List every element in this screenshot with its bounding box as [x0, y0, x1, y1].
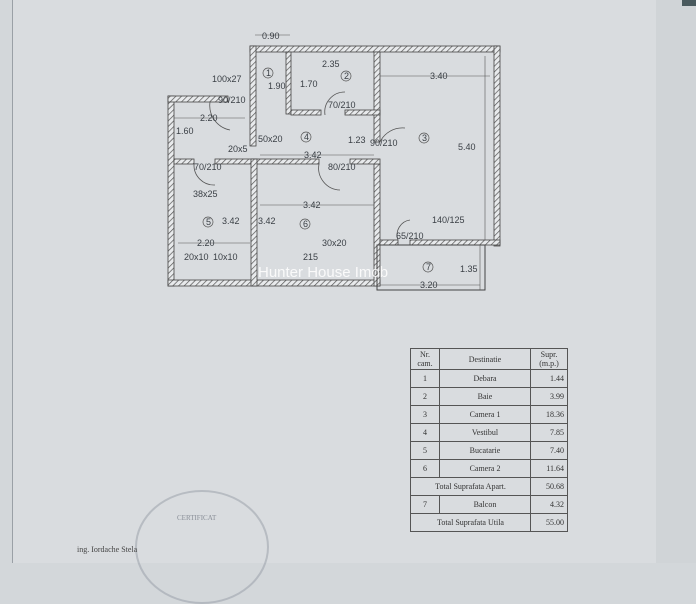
- dim-label: 0.90: [262, 31, 280, 41]
- dim-label: 3.42: [258, 216, 276, 226]
- cell-nr: 6: [410, 459, 440, 478]
- stamp: CERTIFICAT: [135, 490, 269, 604]
- dim-label: 215: [303, 252, 318, 262]
- dim-label: 3.42: [304, 150, 322, 160]
- cell-area: 7.85: [530, 423, 568, 442]
- watermark: Hunter House Imob: [258, 264, 389, 281]
- cell-area: 11.64: [530, 459, 568, 478]
- cell-nr: 3: [410, 405, 440, 424]
- dim-label: 3.42: [303, 200, 321, 210]
- cell-area: 18.36: [530, 405, 568, 424]
- dim-label: 90/210: [218, 95, 246, 105]
- page-edge: [656, 0, 696, 563]
- room-number: 3: [422, 133, 427, 143]
- dim-label: 80/210: [328, 162, 356, 172]
- cell-area: 4.32: [530, 495, 568, 514]
- table-header: Nr. cam. Destinatie Supr. (m.p.): [410, 348, 568, 370]
- dim-label: 70/210: [328, 100, 356, 110]
- dim-label: 3.20: [420, 280, 438, 290]
- dimension-labels: 0.90 2.35 3.40 1.90 1.70 100x27 90/210 2…: [176, 31, 478, 290]
- dim-label: 65/210: [396, 231, 424, 241]
- total-apart-label: Total Suprafata Apart.: [410, 477, 531, 496]
- dim-label: 2.20: [197, 238, 215, 248]
- signature-text: ing. Iordache Stela: [77, 545, 138, 554]
- cell-nr: 2: [410, 387, 440, 406]
- door-arcs: [193, 91, 411, 241]
- cell-name: Camera 2: [439, 459, 531, 478]
- dim-label: 90/210: [370, 138, 398, 148]
- dim-label: 1.35: [460, 264, 478, 274]
- dim-label: 3.40: [430, 71, 448, 81]
- dim-label: 1.90: [268, 81, 286, 91]
- total-util-label: Total Suprafata Utila: [410, 513, 531, 532]
- room-number: 2: [344, 71, 349, 81]
- room-number: 4: [304, 132, 309, 142]
- cell-nr: 4: [410, 423, 440, 442]
- room-number: 6: [303, 219, 308, 229]
- room-numbers: [202, 67, 434, 273]
- total-apart-area: 50.68: [530, 477, 568, 496]
- dimension-lines: [174, 34, 490, 290]
- dim-label: 1.70: [300, 79, 318, 89]
- dim-label: 38x25: [193, 189, 218, 199]
- cell-name: Balcon: [439, 495, 531, 514]
- dim-label: 10x10: [213, 252, 238, 262]
- cell-name: Bucatarie: [439, 441, 531, 460]
- total-apart-row: Total Suprafata Apart.50.68: [410, 477, 568, 496]
- room-number: 5: [206, 217, 211, 227]
- dim-label: 3.42: [222, 216, 240, 226]
- cell-name: Vestibul: [439, 423, 531, 442]
- total-util-area: 55.00: [530, 513, 568, 532]
- dim-label: 100x27: [212, 74, 242, 84]
- cell-nr: 1: [410, 369, 440, 388]
- room-number: 1: [266, 68, 271, 78]
- dim-label: 2.20: [200, 113, 218, 123]
- dim-label: 1.60: [176, 126, 194, 136]
- dim-label: 2.35: [322, 59, 340, 69]
- dim-label: 30x20: [322, 238, 347, 248]
- header-destinatie: Destinatie: [439, 348, 531, 370]
- balcony: [376, 244, 486, 291]
- cell-nr: 7: [410, 495, 440, 514]
- dim-label: 50x20: [258, 134, 283, 144]
- cell-area: 7.40: [530, 441, 568, 460]
- cell-name: Baie: [439, 387, 531, 406]
- cell-name: Camera 1: [439, 405, 531, 424]
- dim-label: 140/125: [432, 215, 465, 225]
- dim-label: 20x10: [184, 252, 209, 262]
- dim-label: 1.23: [348, 135, 366, 145]
- cell-area: 1.44: [530, 369, 568, 388]
- corner-strip: [682, 0, 696, 6]
- dim-label: 5.40: [458, 142, 476, 152]
- walls: [167, 45, 501, 287]
- stamp-text: CERTIFICAT: [177, 514, 217, 522]
- dim-label: 20x5: [228, 144, 248, 154]
- cell-area: 3.99: [530, 387, 568, 406]
- cell-name: Debara: [439, 369, 531, 388]
- header-nr: Nr. cam.: [410, 348, 440, 370]
- room-number-labels: 1 2 3 4 5 6 7: [206, 68, 431, 272]
- cell-nr: 5: [410, 441, 440, 460]
- dim-label: 70/210: [194, 162, 222, 172]
- floor-plan: 0.90 2.35 3.40 1.90 1.70 100x27 90/210 2…: [167, 31, 501, 291]
- header-supr: Supr. (m.p.): [530, 348, 568, 370]
- room-number: 7: [426, 262, 431, 272]
